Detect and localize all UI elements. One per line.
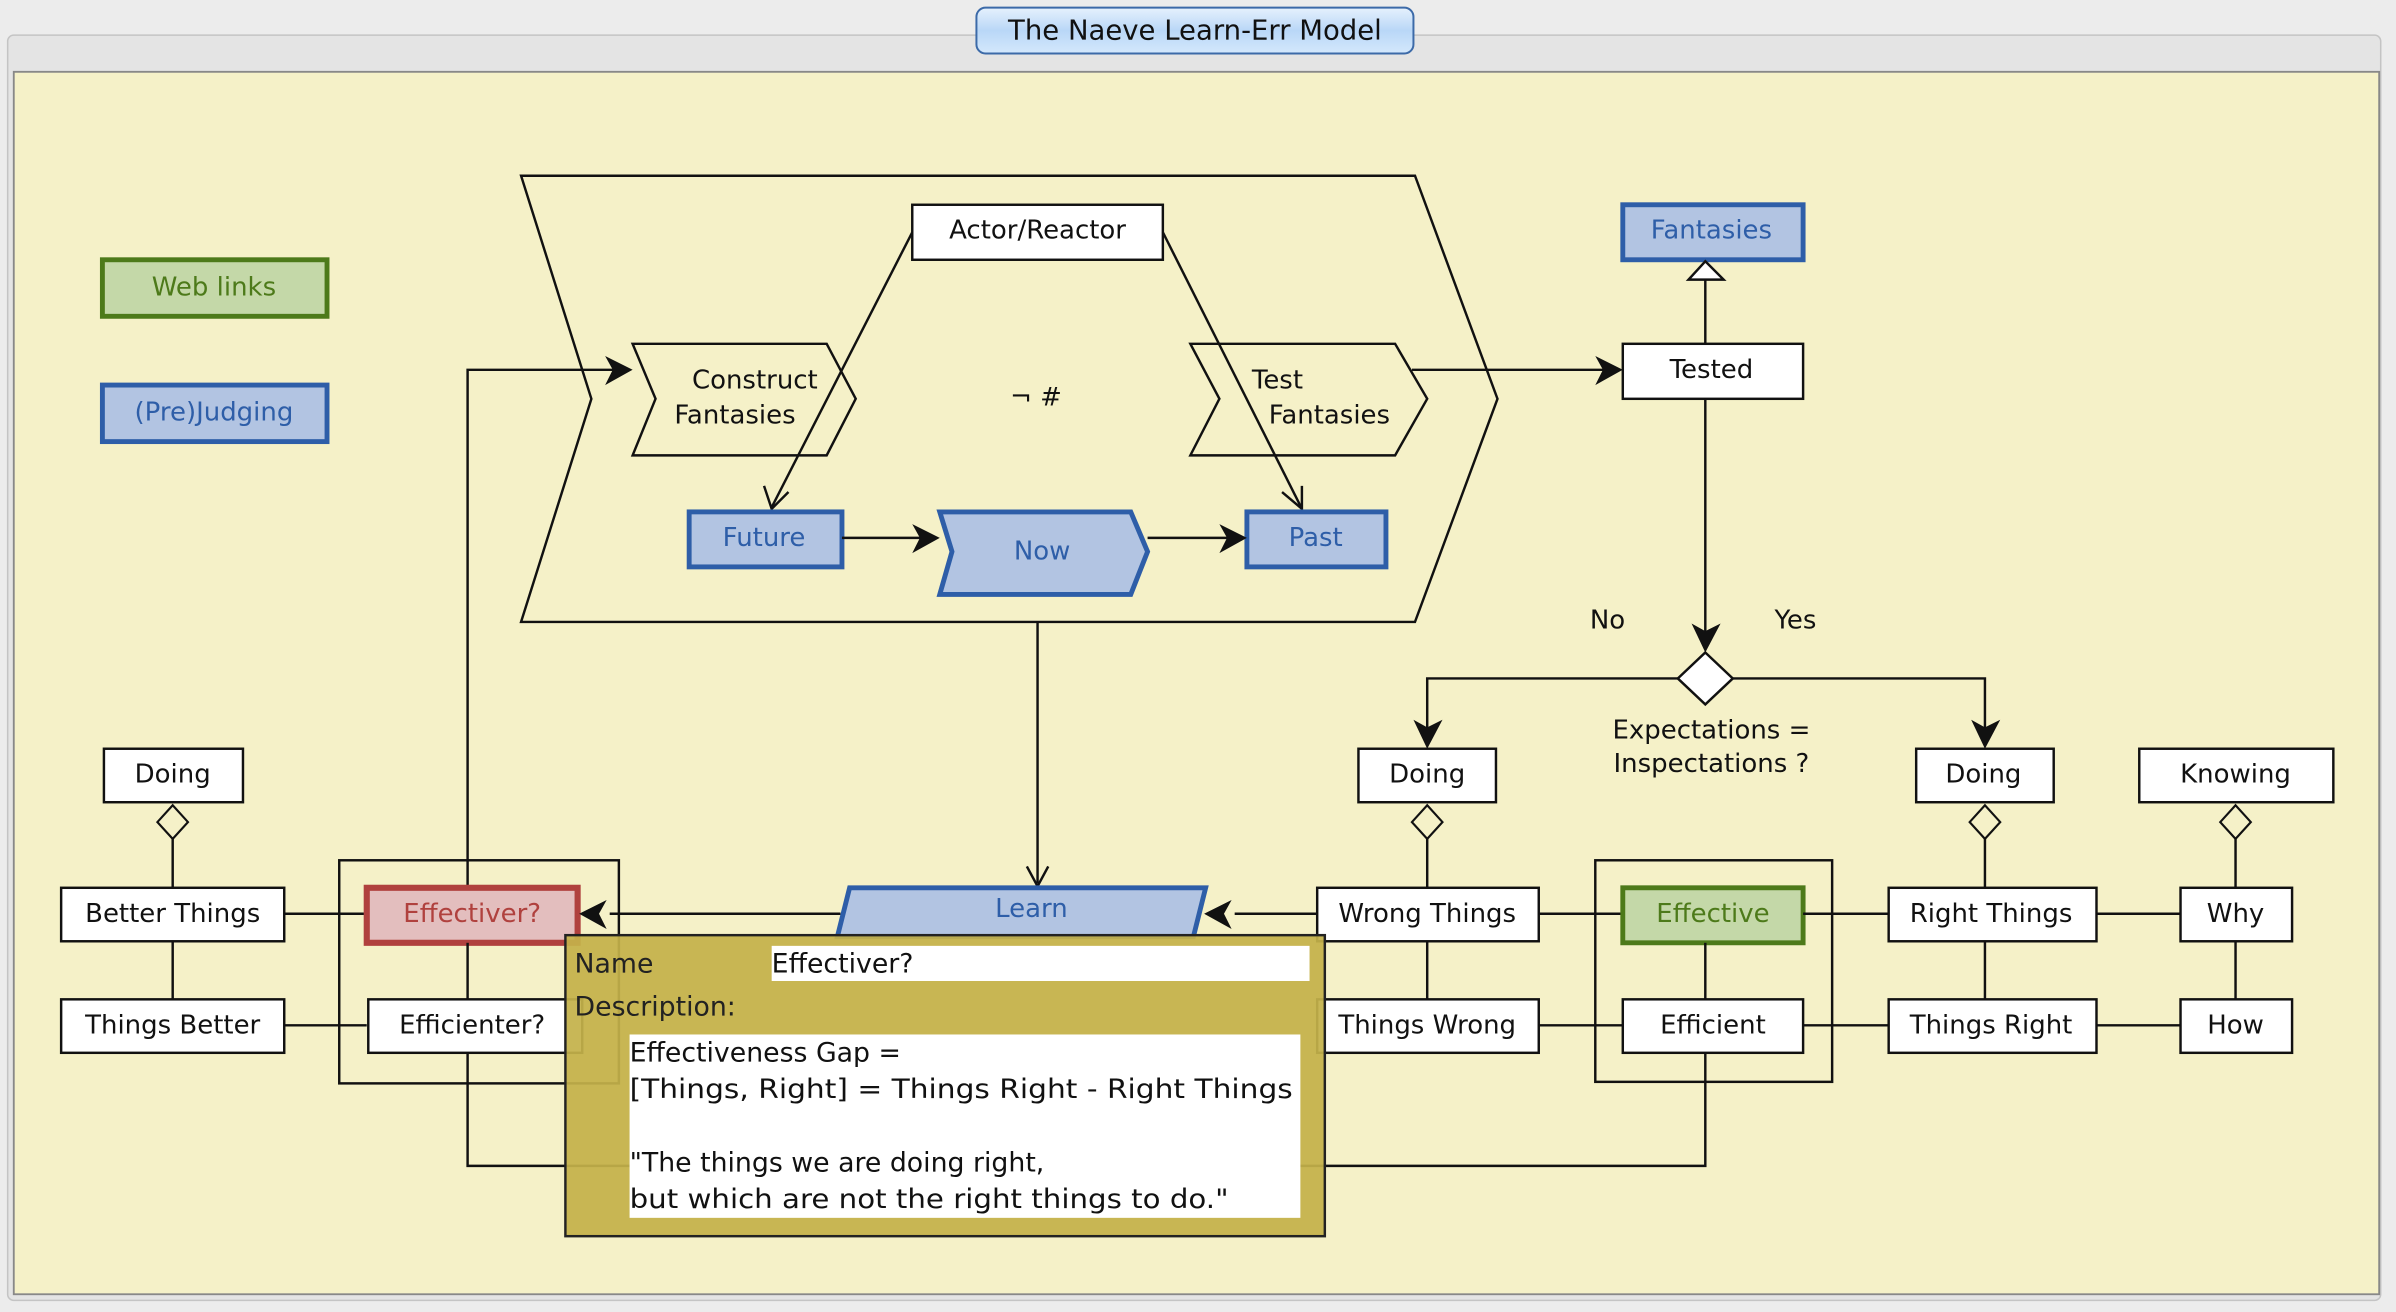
center-symbol: ¬ #	[1010, 382, 1062, 412]
actor-to-past-connector	[1161, 231, 1303, 510]
effective-node[interactable]: Effective	[1620, 885, 1806, 946]
things-right-label: Things Right	[1909, 1010, 2073, 1040]
yes-label: Yes	[1774, 605, 1817, 635]
things-right-node[interactable]: Things Right	[1887, 998, 2098, 1055]
legend-prejudging-label: (Pre)Judging	[135, 398, 294, 428]
test-fantasies-label-1: Test	[1251, 365, 1303, 395]
past-node[interactable]: Past	[1244, 509, 1389, 570]
legend-web-links[interactable]: Web links	[99, 257, 330, 319]
fantasies-label: Fantasies	[1651, 216, 1772, 246]
generalization-triangle-icon	[1685, 259, 1727, 281]
decision-no-arrowhead	[1413, 719, 1443, 749]
learn-to-effectiver-arrowhead	[579, 900, 607, 930]
actor-reactor-label: Actor/Reactor	[949, 216, 1126, 246]
future-label: Future	[723, 523, 806, 553]
effective-label: Effective	[1656, 899, 1769, 929]
construct-fantasies-label-1: Construct	[692, 365, 818, 395]
popup-description-line: Effectiveness Gap =	[630, 1037, 901, 1068]
wrong-things-label: Wrong Things	[1338, 899, 1516, 929]
middle-doing-node[interactable]: Doing	[1357, 747, 1498, 804]
tested-node[interactable]: Tested	[1621, 342, 1805, 401]
legend-web-links-label: Web links	[152, 272, 276, 302]
right-things-node[interactable]: Right Things	[1887, 886, 2098, 943]
decision-yes-arrowhead	[1971, 719, 2001, 749]
efficienter-node[interactable]: Efficienter?	[367, 998, 584, 1055]
better-things-node[interactable]: Better Things	[59, 886, 286, 943]
things-wrong-label: Things Wrong	[1337, 1010, 1516, 1040]
knowing-label: Knowing	[2180, 760, 2291, 790]
no-label: No	[1590, 605, 1625, 635]
test-fantasies-label-2: Fantasies	[1269, 401, 1390, 431]
middle-doing-label: Doing	[1389, 760, 1465, 790]
wrong-things-node[interactable]: Wrong Things	[1315, 886, 1540, 943]
popup-name-field[interactable]	[771, 945, 1310, 981]
left-doing-node[interactable]: Doing	[102, 747, 245, 804]
right-doing-node[interactable]: Doing	[1914, 747, 2055, 804]
test-to-tested-arrowhead	[1595, 356, 1623, 386]
effectiver-to-construct-connector	[466, 368, 618, 887]
decision-yes-connector	[1732, 677, 1987, 734]
better-things-label: Better Things	[85, 899, 260, 929]
learn-label: Learn	[995, 894, 1068, 924]
knowing-node[interactable]: Knowing	[2138, 747, 2335, 804]
test-fantasies-step[interactable]: Test Fantasies	[1188, 342, 1429, 457]
popup-description-field[interactable]	[629, 1034, 1301, 1218]
how-node[interactable]: How	[2179, 998, 2294, 1055]
decision-no-connector	[1425, 677, 1678, 734]
fantasies-node[interactable]: Fantasies	[1620, 202, 1806, 263]
past-label: Past	[1289, 523, 1343, 553]
legend-prejudging[interactable]: (Pre)Judging	[99, 382, 330, 445]
actor-to-past-arrowhead	[1281, 485, 1304, 512]
effectiver-node[interactable]: Effectiver?	[363, 884, 581, 946]
effectiver-to-construct-arrowhead	[605, 356, 633, 386]
actor-to-future-connector	[770, 231, 914, 508]
now-to-past-arrowhead	[1219, 524, 1247, 554]
popup-name-value: Effectiver?	[772, 949, 914, 980]
things-better-label: Things Better	[84, 1010, 260, 1040]
popup-description-label: Description:	[575, 991, 736, 1022]
future-node[interactable]: Future	[686, 509, 845, 570]
efficient-label: Efficient	[1660, 1010, 1766, 1040]
cycle-container-chevron	[519, 174, 1499, 624]
popup-description-line: [Things, Right] = Things Right - Right T…	[630, 1074, 1293, 1105]
element-properties-popup[interactable]: Name Effectiver? Description: Effectiven…	[564, 933, 1327, 1238]
wrong-things-to-learn-arrowhead	[1204, 900, 1232, 930]
popup-description-line: "The things we are doing right,	[630, 1147, 1045, 1178]
window-title: The Naeve Learn-Err Model	[1007, 15, 1382, 47]
right-doing-label: Doing	[1945, 760, 2021, 790]
decision-diamond[interactable]	[1676, 650, 1735, 707]
actor-to-future-arrowhead	[762, 485, 790, 512]
why-node[interactable]: Why	[2179, 886, 2294, 943]
things-better-node[interactable]: Things Better	[59, 998, 286, 1055]
decision-label-1: Expectations =	[1612, 715, 1810, 745]
tested-to-decision-arrowhead	[1691, 623, 1721, 653]
popup-description-line: but which are not the right things to do…	[630, 1184, 1229, 1215]
effectiver-label: Effectiver?	[403, 899, 541, 929]
learn-node[interactable]: Learn	[834, 885, 1209, 940]
left-doing-label: Doing	[135, 760, 211, 790]
right-things-label: Right Things	[1910, 899, 2073, 929]
why-label: Why	[2207, 899, 2265, 929]
construct-fantasies-step[interactable]: Construct Fantasies	[630, 342, 858, 457]
future-to-now-arrowhead	[912, 524, 940, 554]
now-node[interactable]: Now	[936, 509, 1151, 597]
how-label: How	[2207, 1010, 2264, 1040]
things-wrong-node[interactable]: Things Wrong	[1315, 998, 1540, 1055]
right-grouping-frame	[1594, 859, 1834, 1084]
title-tab[interactable]: The Naeve Learn-Err Model	[975, 6, 1415, 55]
construct-fantasies-label-2: Fantasies	[674, 401, 795, 431]
popup-name-label: Name	[575, 949, 654, 980]
efficient-node[interactable]: Efficient	[1621, 998, 1805, 1055]
actor-reactor-node[interactable]: Actor/Reactor	[911, 203, 1165, 261]
now-label: Now	[1014, 537, 1071, 567]
tested-label: Tested	[1669, 355, 1754, 385]
decision-label-2: Inspectations ?	[1614, 749, 1810, 779]
efficienter-label: Efficienter?	[399, 1010, 545, 1040]
